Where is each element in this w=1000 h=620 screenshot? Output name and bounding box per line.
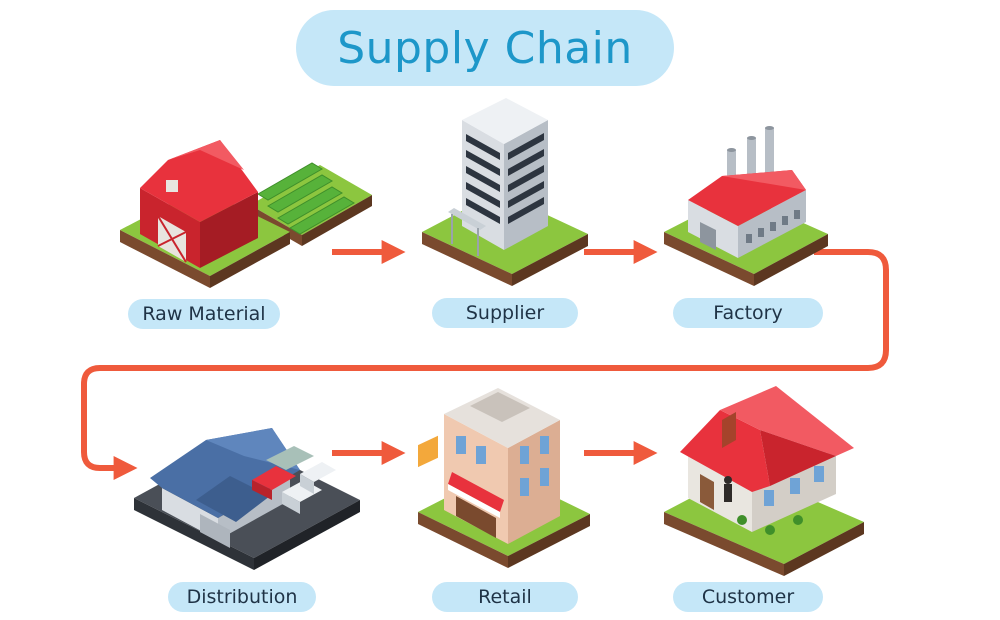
retail-store-icon	[418, 388, 590, 568]
arrow-factory-to-distribution	[81, 249, 889, 480]
title-pill: Supply Chain	[296, 10, 674, 86]
label-raw-material: Raw Material	[128, 299, 280, 329]
diagram-title: Supply Chain	[337, 22, 633, 74]
label-retail: Retail	[432, 582, 578, 612]
factory-icon	[664, 126, 828, 286]
flow-arrows	[81, 240, 889, 480]
label-distribution: Distribution	[168, 582, 316, 612]
label-supplier: Supplier	[432, 298, 578, 328]
barn-farm-icon	[120, 140, 372, 288]
warehouse-trucks-icon	[134, 428, 360, 570]
label-factory: Factory	[673, 298, 823, 328]
house-icon	[664, 386, 864, 576]
office-tower-icon	[422, 98, 588, 286]
label-customer: Customer	[673, 582, 823, 612]
